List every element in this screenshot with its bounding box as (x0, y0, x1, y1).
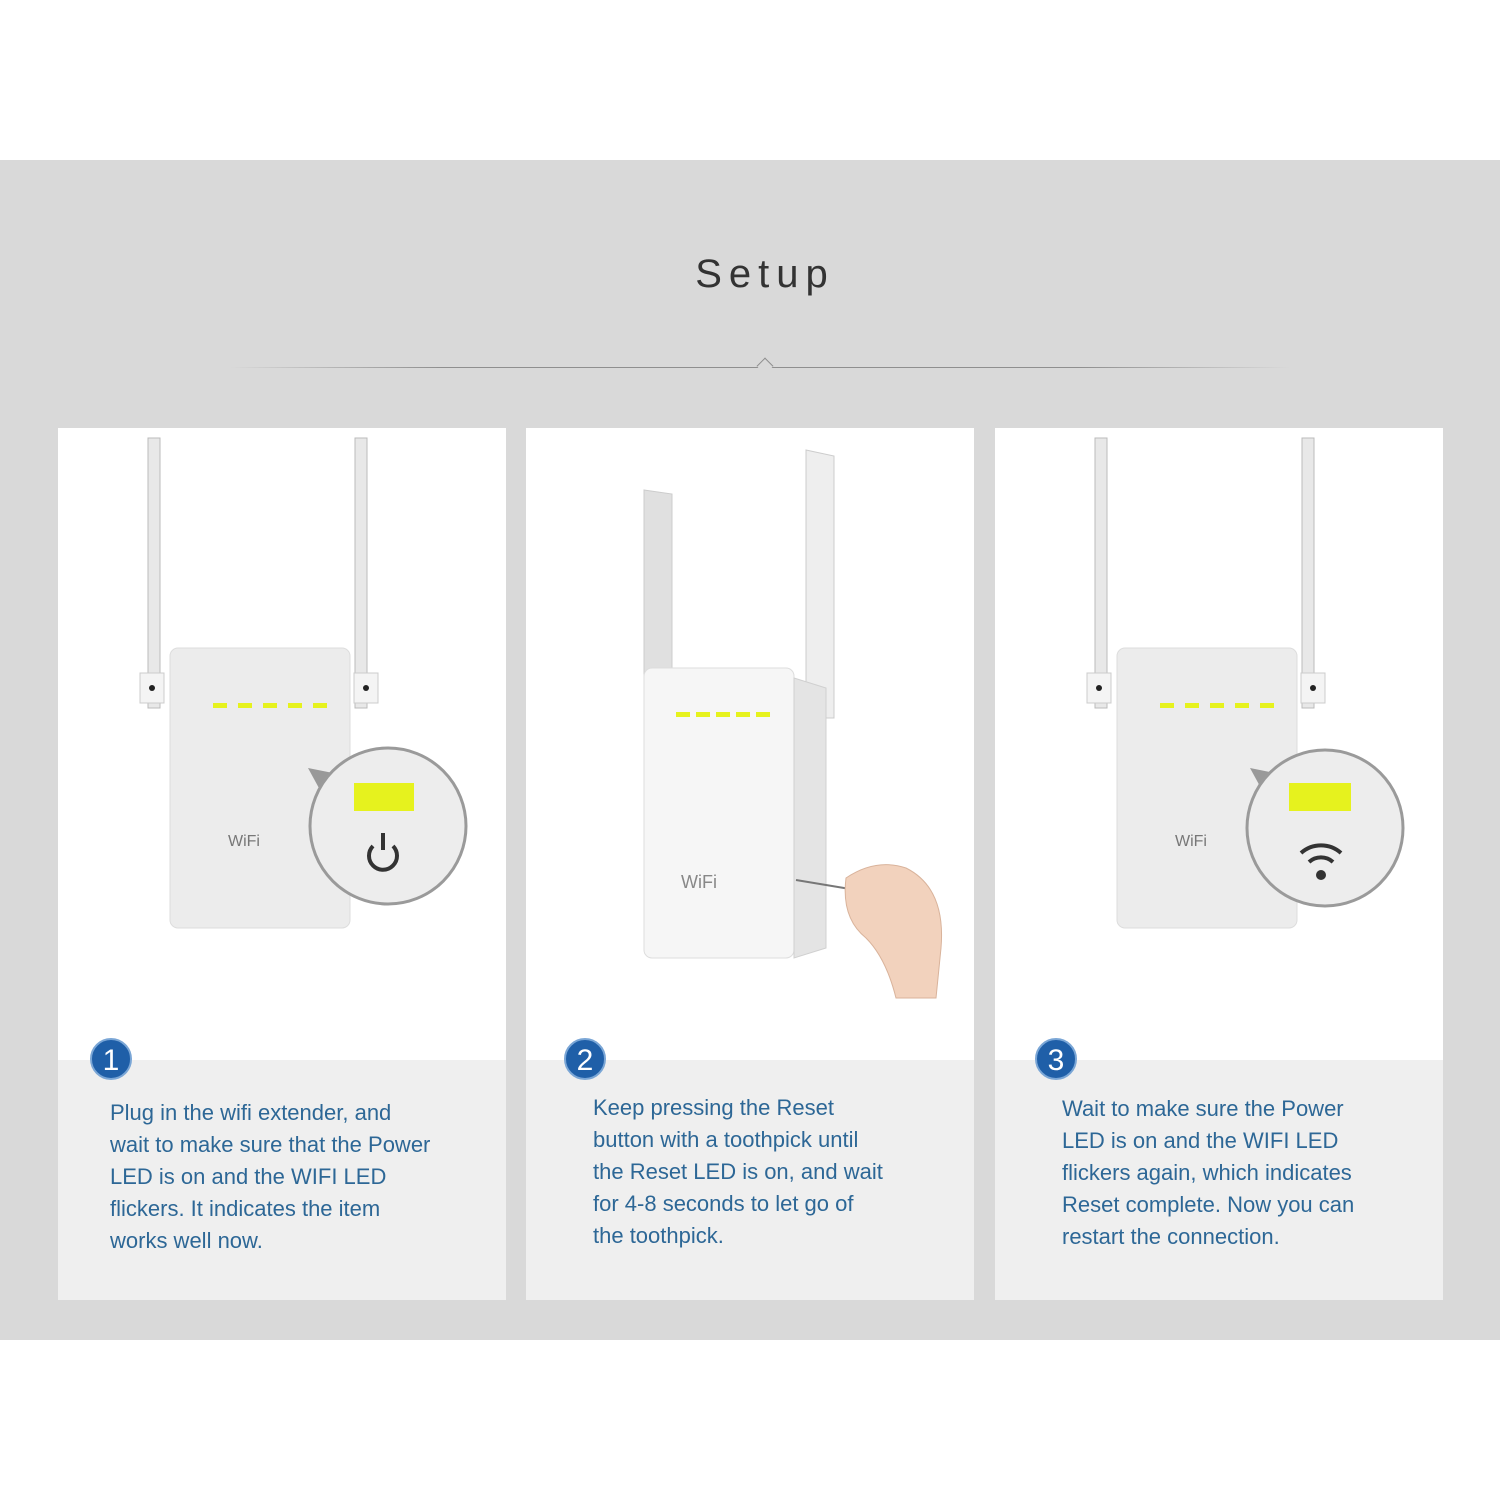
description-line: LED is on and the WIFI LED (110, 1164, 387, 1189)
device-wifi-logo: WiFi (228, 833, 260, 850)
extender-reset-illustration: WiFi (643, 449, 943, 999)
step-description-area (58, 1060, 506, 1300)
extender-power-illustration: WiFi (139, 437, 468, 929)
description-line: Keep pressing the Reset (593, 1095, 834, 1120)
step-number-badge: 1 (90, 1038, 132, 1080)
description-line: wait to make sure that the Power (110, 1132, 431, 1157)
wifi-icon (1299, 843, 1343, 864)
description-line: works well now. (110, 1228, 263, 1253)
description-line: flickers again, which indicates (1062, 1160, 1352, 1185)
step-panel-1: WiFi 1 Plug in the wifi extender, and wai… (58, 428, 506, 1300)
description-line: LED is on and the WIFI LED (1062, 1128, 1339, 1153)
description-line: the Reset LED is on, and wait (593, 1159, 883, 1184)
page-title: Setup (695, 252, 835, 296)
extender-wifi-illustration: WiFi (1086, 437, 1405, 929)
description-line: restart the connection. (1062, 1224, 1280, 1249)
step-description: Keep pressing the Reset button with a too… (593, 1092, 883, 1252)
description-line: Reset complete. Now you can (1062, 1192, 1355, 1217)
step-description-area (526, 1060, 974, 1300)
step-description: Plug in the wifi extender, and wait to ma… (110, 1097, 430, 1257)
description-line: the toothpick. (593, 1223, 724, 1248)
step-number-badge: 2 (564, 1038, 606, 1080)
description-line: button with a toothpick until (593, 1127, 859, 1152)
description-line: Plug in the wifi extender, and (110, 1100, 392, 1125)
power-icon (367, 833, 399, 872)
svg-text:WiFi: WiFi (681, 872, 717, 892)
step-panel-2: WiFi 2 Keep pressing the Reset button wit… (526, 428, 974, 1300)
step-number-badge: 3 (1035, 1038, 1077, 1080)
hand (844, 864, 943, 999)
description-line: flickers. It indicates the item (110, 1196, 381, 1221)
description-line: for 4-8 seconds to let go of (593, 1191, 854, 1216)
step-description-area (995, 1060, 1443, 1300)
description-line: Wait to make sure the Power (1062, 1096, 1344, 1121)
svg-text:WiFi: WiFi (1175, 833, 1207, 850)
